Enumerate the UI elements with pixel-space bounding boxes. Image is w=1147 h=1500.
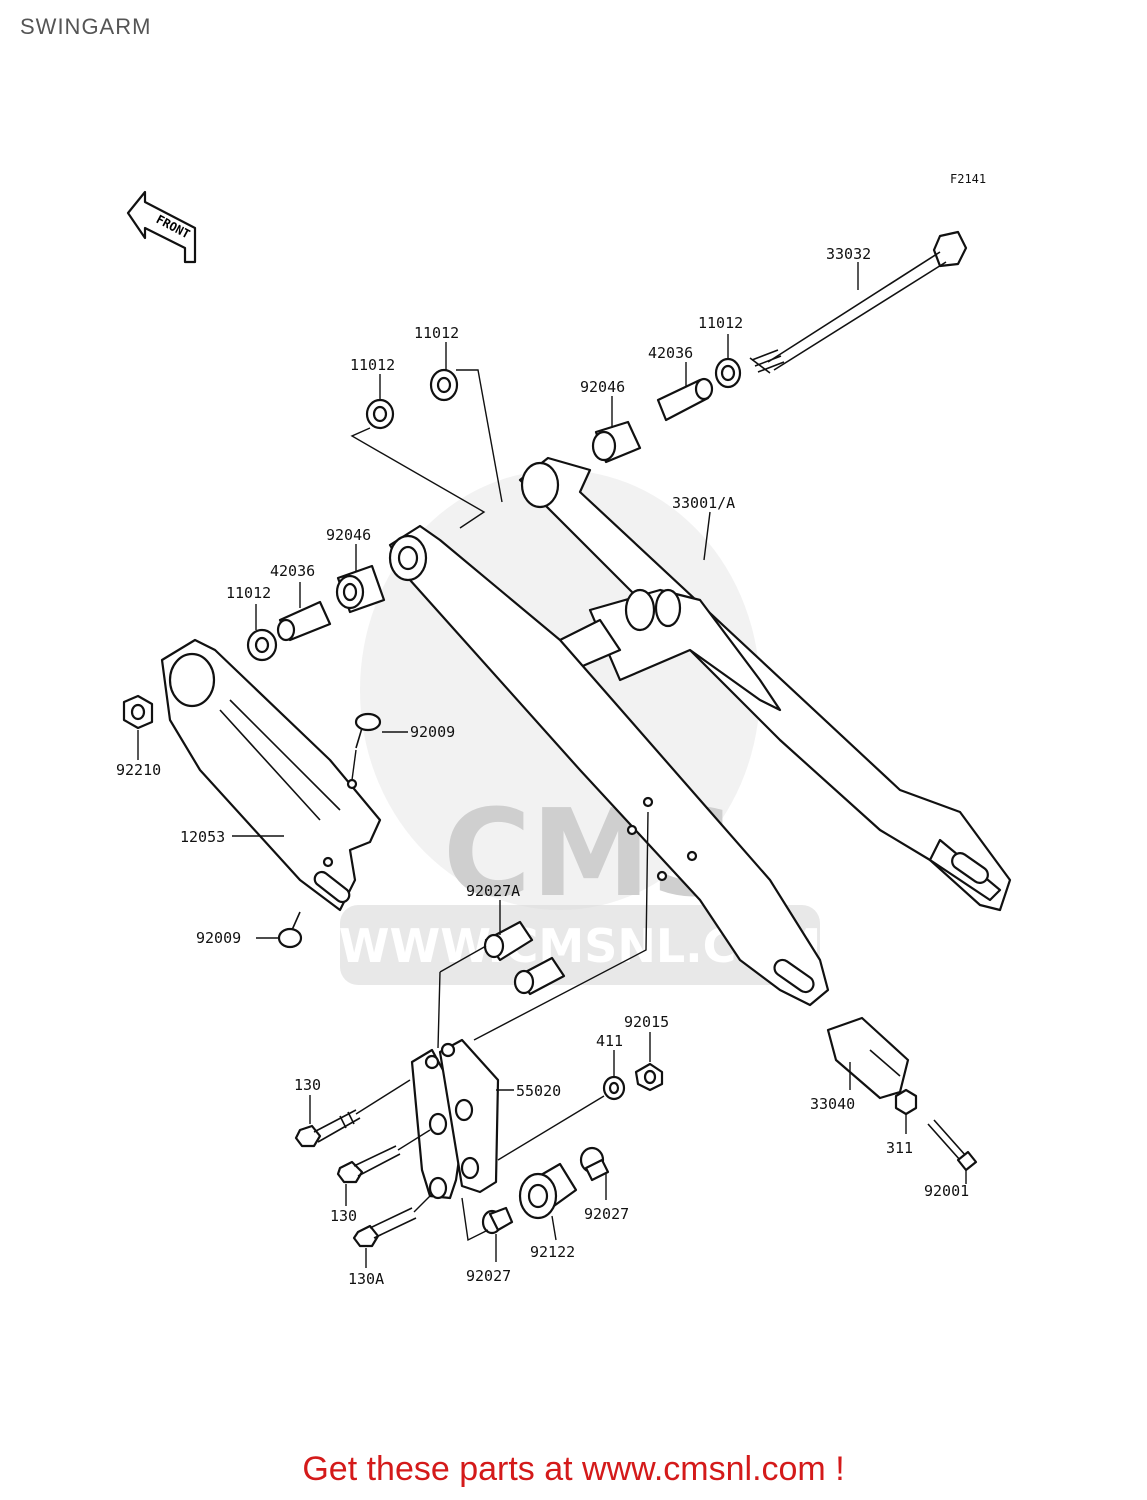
callout-33032: 33032: [826, 245, 871, 263]
collar-92027-lower: [481, 1206, 514, 1262]
callout-33040: 33040: [810, 1095, 855, 1113]
callout-411: 411: [596, 1032, 623, 1050]
front-arrow-icon: FRONT: [126, 190, 197, 264]
callout-12053: 12053: [180, 828, 225, 846]
sleeve-right: [656, 377, 714, 422]
callout-42036-left: 42036: [270, 562, 315, 580]
chain-guide: [160, 638, 382, 912]
callout-92001: 92001: [924, 1182, 969, 1200]
pivot-bolt: [749, 230, 968, 374]
link-plates: [410, 1038, 514, 1200]
bearing-92122: [518, 1162, 578, 1241]
bushing-left: [335, 564, 386, 614]
washer-411: [602, 1050, 626, 1101]
callout-92015: 92015: [624, 1013, 669, 1031]
figure-code: F2141: [950, 172, 986, 186]
callout-11012-top-left: 11012: [350, 356, 395, 374]
bolt-130-lower: [336, 1129, 431, 1206]
callout-311: 311: [886, 1139, 913, 1157]
nut-311: [894, 1088, 918, 1134]
callout-92122: 92122: [530, 1243, 575, 1261]
screw-upper: [351, 712, 408, 781]
callout-11012-top-center: 11012: [414, 324, 459, 342]
footer-promo-text: Get these parts at www.cmsnl.com !: [302, 1450, 845, 1488]
callout-11012-right: 11012: [698, 314, 743, 332]
callout-130-lower: 130: [330, 1207, 357, 1225]
collar-top-a: [365, 398, 395, 430]
callout-92046-right: 92046: [580, 378, 625, 396]
callout-92027a: 92027A: [466, 882, 520, 900]
callout-130-upper: 130: [294, 1076, 321, 1094]
collar-top-b: [429, 368, 459, 402]
callout-92210: 92210: [116, 761, 161, 779]
callout-labels: 33032 11012 11012 42036 11012 92046 3300…: [116, 245, 969, 1288]
collar-92027a: [483, 900, 566, 996]
callout-130a: 130A: [348, 1270, 384, 1288]
sleeve-left: [276, 600, 332, 642]
callout-33001a: 33001/A: [672, 494, 735, 512]
screw-lower: [256, 911, 303, 949]
bushing-right: [591, 420, 642, 464]
swingarm: [388, 456, 1012, 1007]
callout-92027-upper: 92027: [584, 1205, 629, 1223]
callout-55020: 55020: [516, 1082, 561, 1100]
bolt-130-upper: [294, 1079, 411, 1148]
callout-11012-left: 11012: [226, 584, 271, 602]
callout-92009-lower: 92009: [196, 929, 241, 947]
collar-92027-upper: [579, 1146, 610, 1200]
bolt-92001: [927, 1119, 978, 1184]
collar-left: [246, 628, 278, 662]
nut-92015: [634, 1032, 664, 1092]
chain-adjuster: [826, 1016, 910, 1100]
callout-92009-upper: 92009: [410, 723, 455, 741]
bolt-130a: [352, 1195, 431, 1268]
page-title: SWINGARM: [20, 14, 152, 39]
callout-92027-lower: 92027: [466, 1267, 511, 1285]
callout-42036-right: 42036: [648, 344, 693, 362]
nut-92210: [122, 694, 154, 760]
collar-right: [714, 357, 742, 389]
callout-92046-left: 92046: [326, 526, 371, 544]
